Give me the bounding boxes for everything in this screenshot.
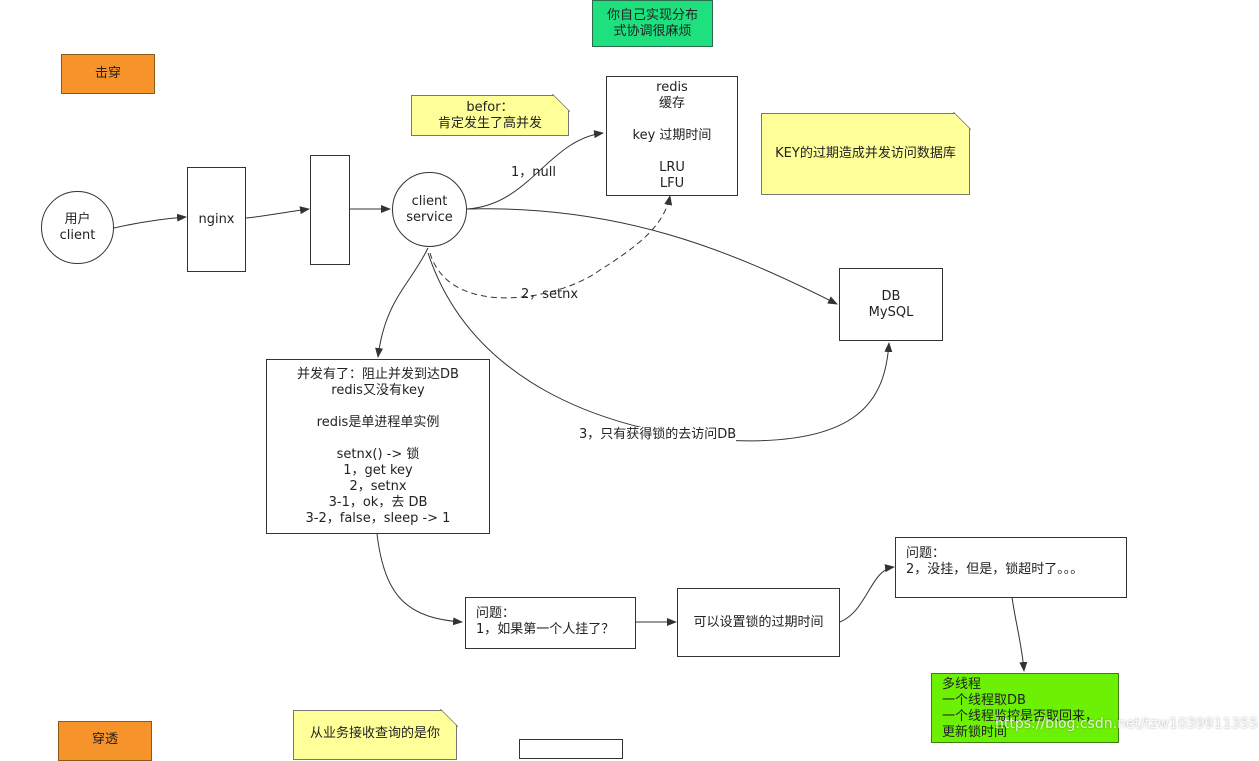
edge-expire-to-problem2 [839,564,895,623]
node-client-service: client service [392,172,467,247]
note-key-expire: KEY的过期造成并发访问数据库 [761,113,970,195]
edge-service-to-redis-setnx [429,195,673,299]
edge-service-to-db [466,208,838,305]
tag-penetration: 穿透 [58,721,152,761]
node-problem2: 问题： 2，没挂，但是，锁超时了。。。 [895,537,1127,598]
edge-service-to-redis [466,130,604,210]
node-gateway [310,155,350,265]
edge-service-to-db-lock [427,252,893,442]
tag-breakdown: 击穿 [61,54,155,94]
edge-concurrency-to-problem1 [376,533,463,626]
node-db: DB MySQL [839,268,943,341]
node-bottom-partial [519,739,623,759]
edge-label-lock-db: 3，只有获得锁的去访问DB [579,427,737,443]
note-before: befor： 肯定发生了高并发 [411,95,569,136]
edge-service-to-concurrency [375,247,429,358]
edge-nginx-to-gateway [245,206,310,219]
node-concurrency: 并发有了：阻止并发到达DB redis又没有key redis是单进程单实例 s… [266,359,490,534]
node-set-expire: 可以设置锁的过期时间 [677,588,840,657]
diagram-canvas: 你自己实现分布 式协调很麻烦 击穿 穿透 befor： 肯定发生了高并发 KEY… [41,0,1259,761]
edge-label-setnx: 2，setnx [521,287,579,302]
edge-label-null: 1，null [511,165,556,180]
watermark: https://blog.csdn.net/tzw1039911355 [995,716,1259,732]
node-problem1: 问题： 1，如果第一个人挂了？ [465,597,636,649]
node-nginx: nginx [187,167,246,272]
top-banner: 你自己实现分布 式协调很麻烦 [592,0,713,47]
edge-user-to-nginx [113,213,187,229]
edge-problem2-to-multithread [1011,596,1028,672]
node-user-client: 用户 client [41,191,114,264]
node-multithread: 多线程 一个线程取DB 一个线程监控是否取回来， 更新锁时间 [931,673,1119,743]
node-redis: redis 缓存 key 过期时间 LRU LFU [606,76,738,196]
note-bottom: 从业务接收查询的是你 [293,710,457,760]
